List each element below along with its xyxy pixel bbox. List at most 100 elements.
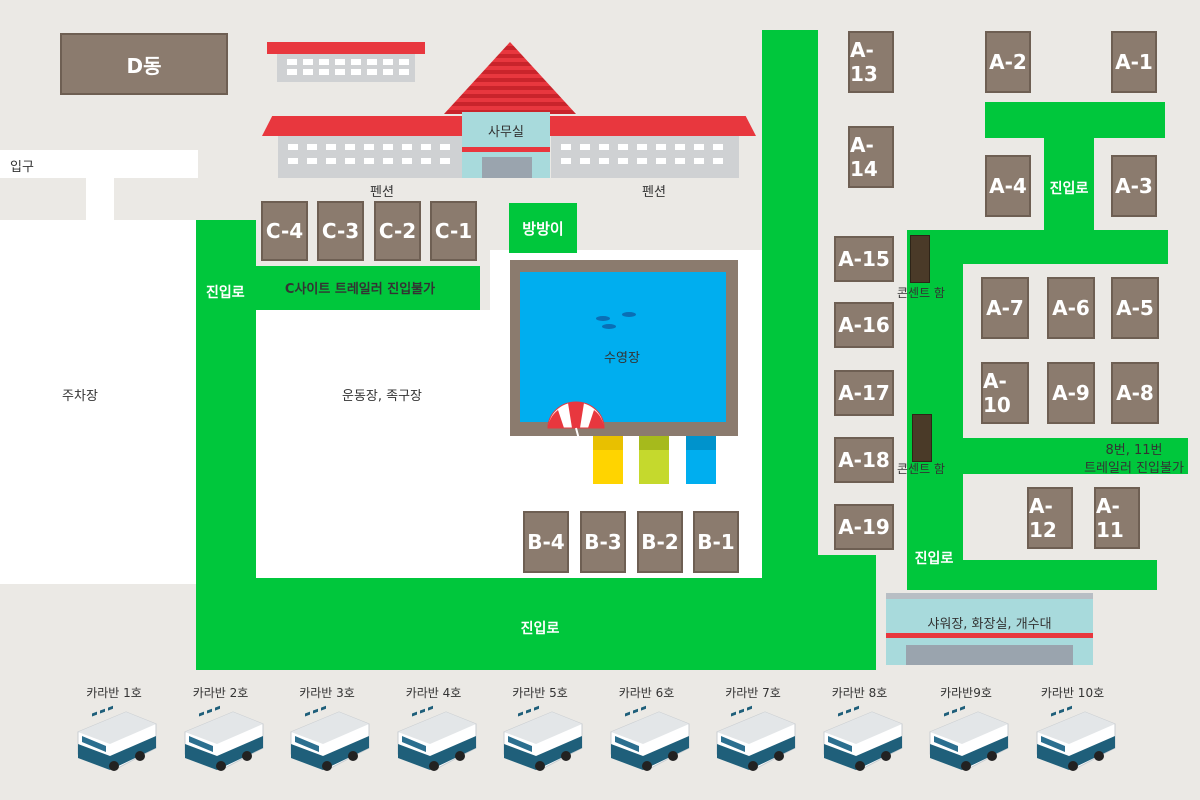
c-site-notice: C사이트 트레일러 진입불가	[284, 282, 436, 297]
entrance-road	[0, 150, 198, 178]
caravan-10-label: 카라반 10호	[1040, 686, 1105, 700]
shower-label: 샤워장, 화장실, 개수대	[927, 617, 1052, 632]
site-a-8[interactable]: A-8	[1111, 362, 1159, 424]
road-a-horizontal-lower	[963, 438, 1188, 474]
entrance-road-branch	[86, 176, 114, 220]
pool-water	[520, 272, 726, 422]
road-a-horizontal-mid	[963, 230, 1168, 264]
site-a-3[interactable]: A-3	[1111, 155, 1157, 217]
pension-right-roof	[550, 116, 756, 136]
road-a-vertical	[907, 230, 963, 590]
road-center-vertical	[762, 30, 818, 590]
outlet-box-1	[910, 235, 930, 283]
playground	[256, 310, 490, 578]
outlet-1-label: 콘센트 함	[897, 286, 945, 300]
caravan-5[interactable]	[500, 702, 586, 774]
site-a-16[interactable]: A-16	[834, 302, 894, 348]
caravan-10[interactable]	[1033, 702, 1119, 774]
caravan-7-label: 카라반 7호	[725, 686, 781, 700]
site-a-6[interactable]: A-6	[1047, 277, 1095, 339]
site-a-12[interactable]: A-12	[1027, 487, 1073, 549]
site-b-2[interactable]: B-2	[637, 511, 683, 573]
site-a-2[interactable]: A-2	[985, 31, 1031, 93]
site-a-13[interactable]: A-13	[848, 31, 894, 93]
small-building-roof	[267, 42, 425, 54]
site-c-1[interactable]: C-1	[430, 201, 477, 261]
parking-label: 주차장	[62, 389, 98, 404]
pension-left-label: 펜션	[370, 185, 394, 200]
deck-chair-yellow	[593, 436, 623, 484]
caravan-2-label: 카라반 2호	[192, 686, 249, 700]
site-a-15[interactable]: A-15	[834, 236, 894, 282]
pension-right-label: 펜션	[642, 185, 666, 200]
site-c-2[interactable]: C-2	[374, 201, 421, 261]
pension-right[interactable]	[551, 136, 739, 178]
entrance-label: 입구	[10, 160, 34, 175]
office-roof	[444, 42, 576, 114]
site-a-7[interactable]: A-7	[981, 277, 1029, 339]
road-a-mid-label: 진입로	[1049, 181, 1089, 197]
pension-left[interactable]	[278, 136, 464, 178]
caravan-8[interactable]	[820, 702, 906, 774]
caravan-9[interactable]	[926, 702, 1012, 774]
site-a-17[interactable]: A-17	[834, 370, 894, 416]
site-b-1[interactable]: B-1	[693, 511, 739, 573]
a-notice-line2: 트레일러 진입불가	[1084, 461, 1184, 476]
parking-lot	[0, 220, 196, 584]
outlet-box-2	[912, 414, 932, 462]
caravan-2[interactable]	[181, 702, 267, 774]
playground-label: 운동장, 족구장	[341, 389, 423, 404]
caravan-4-label: 카라반 4호	[405, 686, 462, 700]
site-a-9[interactable]: A-9	[1047, 362, 1095, 424]
site-a-14[interactable]: A-14	[848, 126, 894, 188]
parasol-icon	[547, 401, 605, 459]
caravan-9-label: 카라반9호	[940, 686, 992, 700]
deck-chair-blue	[686, 436, 716, 484]
site-c-4[interactable]: C-4	[261, 201, 308, 261]
site-b-4[interactable]: B-4	[523, 511, 569, 573]
caravan-4[interactable]	[394, 702, 480, 774]
deck-chair-lime	[639, 436, 669, 484]
road-a-bottom-label: 진입로	[914, 551, 954, 567]
site-a-19[interactable]: A-19	[834, 504, 894, 550]
pension-left-roof	[262, 116, 466, 136]
caravan-3-label: 카라반 3호	[299, 686, 355, 700]
road-left-label: 진입로	[206, 285, 245, 301]
road-a-top	[985, 102, 1165, 138]
fish-1	[596, 316, 610, 321]
site-a-11[interactable]: A-11	[1094, 487, 1140, 549]
office-label: 사무실	[488, 125, 524, 140]
caravan-6-label: 카라반 6호	[618, 686, 675, 700]
site-c-3[interactable]: C-3	[317, 201, 364, 261]
site-a-18[interactable]: A-18	[834, 437, 894, 483]
road-lower-right	[818, 555, 876, 615]
site-a-10[interactable]: A-10	[981, 362, 1029, 424]
pool-label: 수영장	[604, 351, 640, 366]
site-b-3[interactable]: B-3	[580, 511, 626, 573]
caravan-1[interactable]	[74, 702, 160, 774]
road-a-bottom	[907, 560, 1157, 590]
shower-building[interactable]: 샤워장, 화장실, 개수대	[886, 593, 1093, 665]
d-building[interactable]: D동	[60, 33, 228, 95]
a-notice-line1: 8번, 11번	[1105, 443, 1163, 458]
road-bottom-label: 진입로	[520, 621, 560, 637]
site-a-4[interactable]: A-4	[985, 155, 1031, 217]
road-c-strip	[256, 266, 480, 310]
site-a-5[interactable]: A-5	[1111, 277, 1159, 339]
small-building	[277, 54, 415, 82]
office[interactable]: 사무실	[462, 112, 550, 178]
caravan-5-label: 카라반 5호	[512, 686, 568, 700]
fish-3	[602, 324, 616, 329]
trampoline-label: 방방이	[522, 219, 564, 238]
trampoline[interactable]: 방방이	[509, 203, 577, 253]
fish-2	[622, 312, 636, 317]
caravan-8-label: 카라반 8호	[831, 686, 888, 700]
road-bottom	[196, 578, 876, 670]
caravan-7[interactable]	[713, 702, 799, 774]
outlet-2-label: 콘센트 함	[897, 462, 945, 476]
site-a-1[interactable]: A-1	[1111, 31, 1157, 93]
caravan-3[interactable]	[287, 702, 373, 774]
caravan-6[interactable]	[607, 702, 693, 774]
road-a-top-vertical	[1044, 138, 1094, 230]
